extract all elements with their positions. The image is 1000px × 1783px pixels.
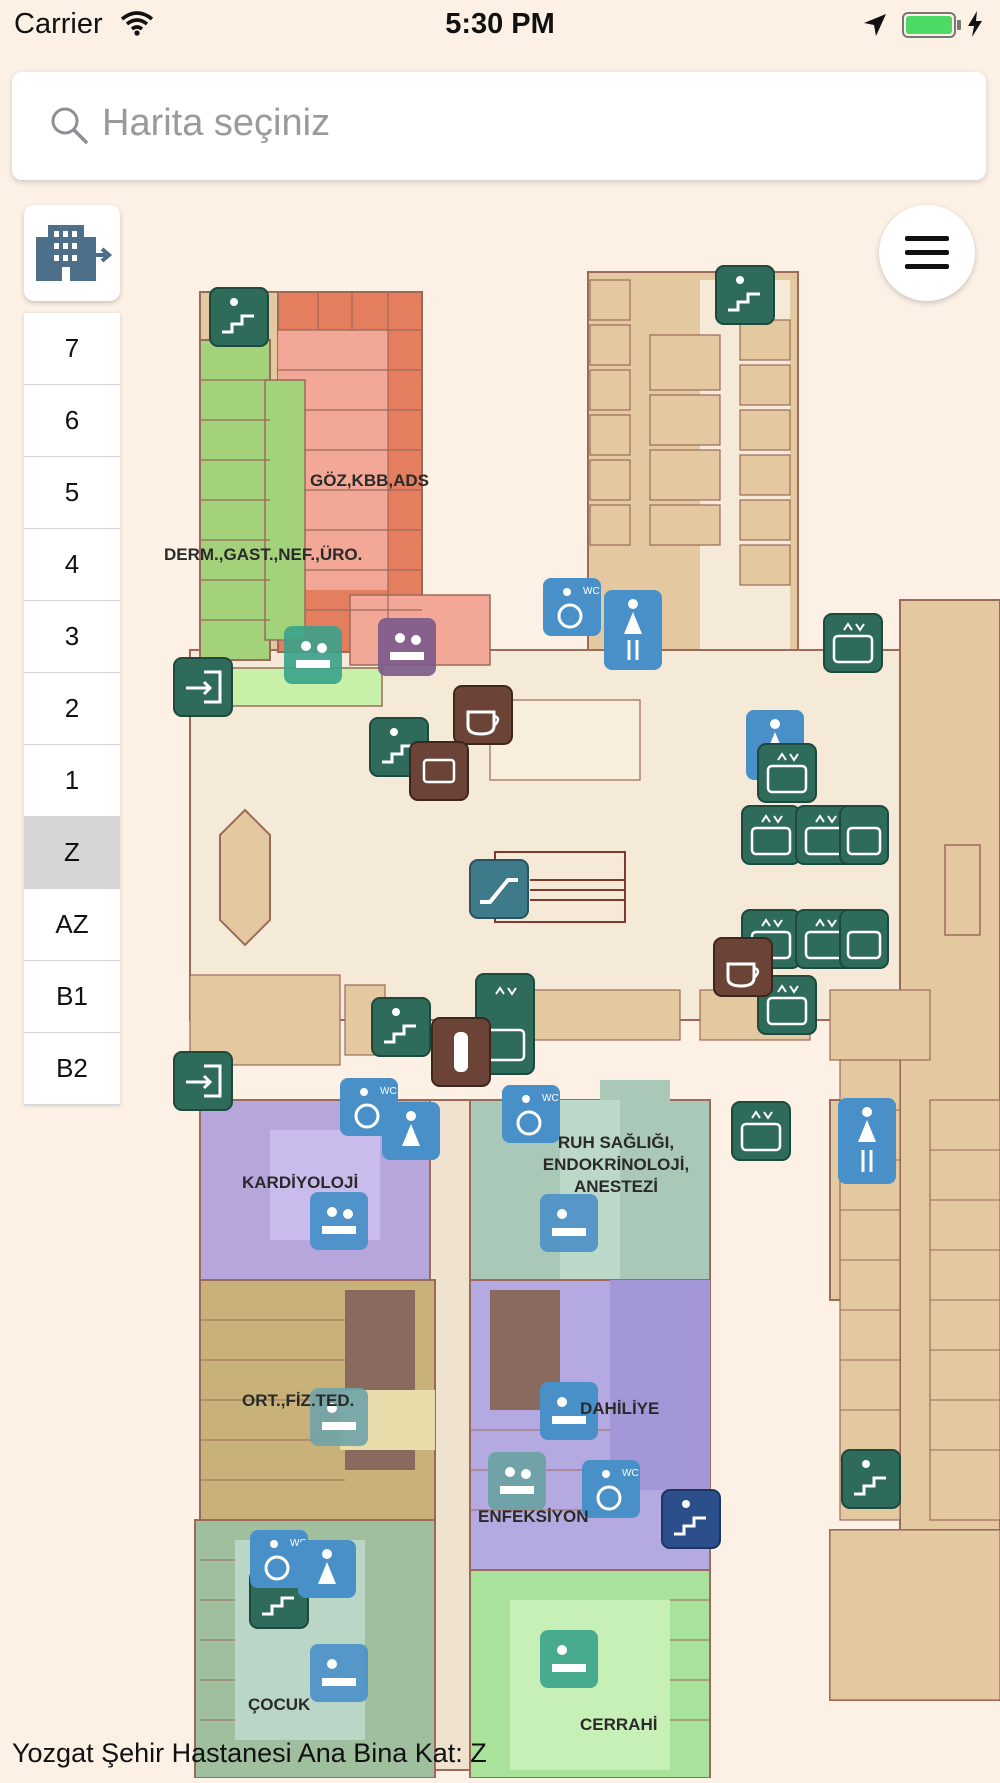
exit-icon — [173, 657, 233, 717]
floor-selector: 7 6 5 4 3 2 1 Z AZ B1 B2 — [24, 313, 120, 1105]
registration-desk-icon — [540, 1630, 598, 1688]
dept-dahiliye-label: DAHİLİYE — [580, 1399, 660, 1418]
registration-desk-icon — [310, 1644, 368, 1702]
registration-desk-icon — [284, 626, 342, 684]
women-wc-icon — [298, 1540, 356, 1598]
elevator-icon — [839, 909, 889, 969]
registration-desk-icon — [488, 1452, 546, 1510]
location-arrow-icon — [862, 12, 888, 43]
floor-item-2[interactable]: 2 — [24, 673, 120, 745]
dept-derm-label: DERM.,GAST.,NEF.,ÜRO. — [164, 545, 363, 564]
floor-item-az[interactable]: AZ — [24, 889, 120, 961]
elevator-icon — [839, 805, 889, 865]
floor-item-b2[interactable]: B2 — [24, 1033, 120, 1105]
floor-item-5[interactable]: 5 — [24, 457, 120, 529]
clock: 5:30 PM — [445, 8, 555, 40]
floor-map[interactable]: WC WC WC WC WC — [0, 240, 1000, 1779]
wheelchair-wc-icon: WC — [582, 1460, 640, 1518]
svg-text:WC: WC — [380, 1086, 397, 1097]
svg-text:WC: WC — [622, 1468, 639, 1479]
floor-item-1[interactable]: 1 — [24, 745, 120, 817]
dept-ruh-sagligi-label: RUH SAĞLIĞI, ENDOKRİNOLOJİ, ANESTEZİ — [542, 1133, 690, 1196]
search-input[interactable]: Harita seçiniz — [102, 102, 331, 144]
elevator-icon — [741, 805, 801, 865]
dept-enfeksiyon-label: ENFEKSİYON — [478, 1507, 589, 1526]
atm-icon — [409, 741, 469, 801]
escalator-icon — [469, 859, 529, 919]
women-wc-icon — [382, 1102, 440, 1160]
status-bar: Carrier 5:30 PM — [0, 0, 1000, 52]
stairs-icon — [371, 997, 431, 1057]
svg-text:WC: WC — [542, 1093, 559, 1104]
dept-goz-kbb-label: GÖZ,KBB,ADS — [310, 471, 429, 490]
carrier-label: Carrier — [14, 8, 103, 40]
wheelchair-wc-icon: WC — [250, 1530, 308, 1588]
exit-icon — [173, 1051, 233, 1111]
floor-item-7[interactable]: 7 — [24, 313, 120, 385]
dept-cocuk-label: ÇOCUK — [248, 1695, 311, 1714]
svg-text:WC: WC — [583, 586, 600, 597]
cafe-icon — [453, 685, 513, 745]
wheelchair-wc-icon: WC — [502, 1085, 560, 1143]
menu-button[interactable] — [879, 205, 975, 301]
floor-item-4[interactable]: 4 — [24, 529, 120, 601]
water-icon — [431, 1017, 491, 1087]
building-selector-button[interactable] — [24, 205, 120, 301]
elevator-icon — [731, 1101, 791, 1161]
map-icons: WC WC WC WC WC — [173, 265, 901, 1702]
escalator-lines — [530, 879, 625, 901]
map-search-bar[interactable]: Harita seçiniz — [12, 72, 986, 180]
floor-item-6[interactable]: 6 — [24, 385, 120, 457]
map-caption: Yozgat Şehir Hastanesi Ana Bina Kat: Z — [12, 1738, 487, 1768]
elevator-icon — [823, 613, 883, 673]
registration-desk-icon — [540, 1382, 598, 1440]
dept-ortopedi-label: ORT.,FİZ.TED. — [242, 1391, 355, 1410]
wifi-icon — [120, 10, 154, 41]
registration-desk-icon — [310, 1192, 368, 1250]
dept-kardiyoloji-label: KARDİYOLOJİ — [242, 1173, 359, 1192]
wheelchair-wc-icon: WC — [543, 578, 601, 636]
stairs-icon — [209, 287, 269, 347]
svg-text:WC: WC — [290, 1538, 307, 1549]
battery-icon — [902, 11, 962, 44]
search-icon — [48, 104, 90, 151]
floor-item-z[interactable]: Z — [24, 817, 120, 889]
elevator-icon — [757, 743, 817, 803]
registration-desk-icon — [310, 1388, 368, 1446]
dept-cerrahi-label: CERRAHİ — [580, 1715, 658, 1734]
cafe-icon — [713, 937, 773, 997]
stairs-icon — [715, 265, 775, 325]
consultation-icon — [378, 618, 436, 676]
stairs-icon — [841, 1449, 901, 1509]
women-wc-icon — [604, 590, 662, 670]
floor-item-3[interactable]: 3 — [24, 601, 120, 673]
charging-bolt-icon — [966, 10, 984, 43]
women-wc-icon — [838, 1098, 896, 1184]
stairs-icon — [661, 1489, 721, 1549]
floor-item-b1[interactable]: B1 — [24, 961, 120, 1033]
registration-desk-icon — [540, 1194, 598, 1252]
